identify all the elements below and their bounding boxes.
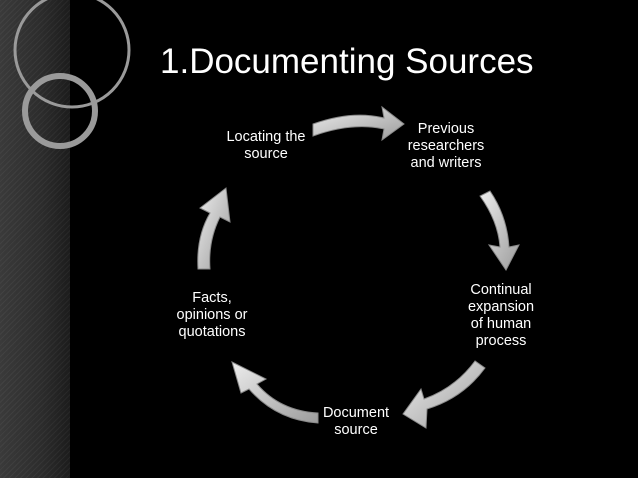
cycle-node-continual-expansion: Continual expansion of human process bbox=[451, 282, 551, 350]
node-line: researchers bbox=[407, 138, 485, 154]
cycle-arrow-continual-to-document bbox=[402, 360, 486, 429]
cycle-arrow-locating-to-previous bbox=[312, 105, 405, 142]
cycle-node-facts-opinions: Facts, opinions or quotations bbox=[162, 290, 262, 341]
node-line: source bbox=[244, 146, 288, 162]
node-line: Facts, bbox=[192, 290, 232, 306]
cycle-node-locating-the-source: Locating the source bbox=[216, 129, 316, 163]
cycle-node-previous-researchers: Previous researchers and writers bbox=[396, 121, 496, 172]
cycle-arrow-document-to-facts bbox=[231, 361, 319, 424]
node-line: of human bbox=[470, 316, 532, 332]
node-line: Continual bbox=[470, 282, 532, 298]
node-line: Document bbox=[322, 405, 390, 421]
node-line: Previous bbox=[417, 121, 475, 137]
cycle-arrow-previous-to-continual bbox=[479, 190, 520, 271]
node-line: quotations bbox=[178, 324, 246, 340]
node-line: opinions or bbox=[176, 307, 248, 323]
slide-title: 1.Documenting Sources bbox=[160, 42, 534, 81]
cycle-arrow-facts-to-locating bbox=[197, 187, 231, 270]
node-line: Locating the bbox=[226, 129, 306, 145]
node-line: and writers bbox=[410, 155, 482, 171]
decorative-circle-large bbox=[13, 0, 131, 109]
node-line: source bbox=[334, 422, 378, 438]
left-decorative-panel bbox=[0, 0, 70, 478]
cycle-node-document-source: Document source bbox=[306, 405, 406, 439]
decorative-circle-small bbox=[22, 73, 98, 149]
node-line: expansion bbox=[467, 299, 535, 315]
node-line: process bbox=[475, 333, 527, 349]
